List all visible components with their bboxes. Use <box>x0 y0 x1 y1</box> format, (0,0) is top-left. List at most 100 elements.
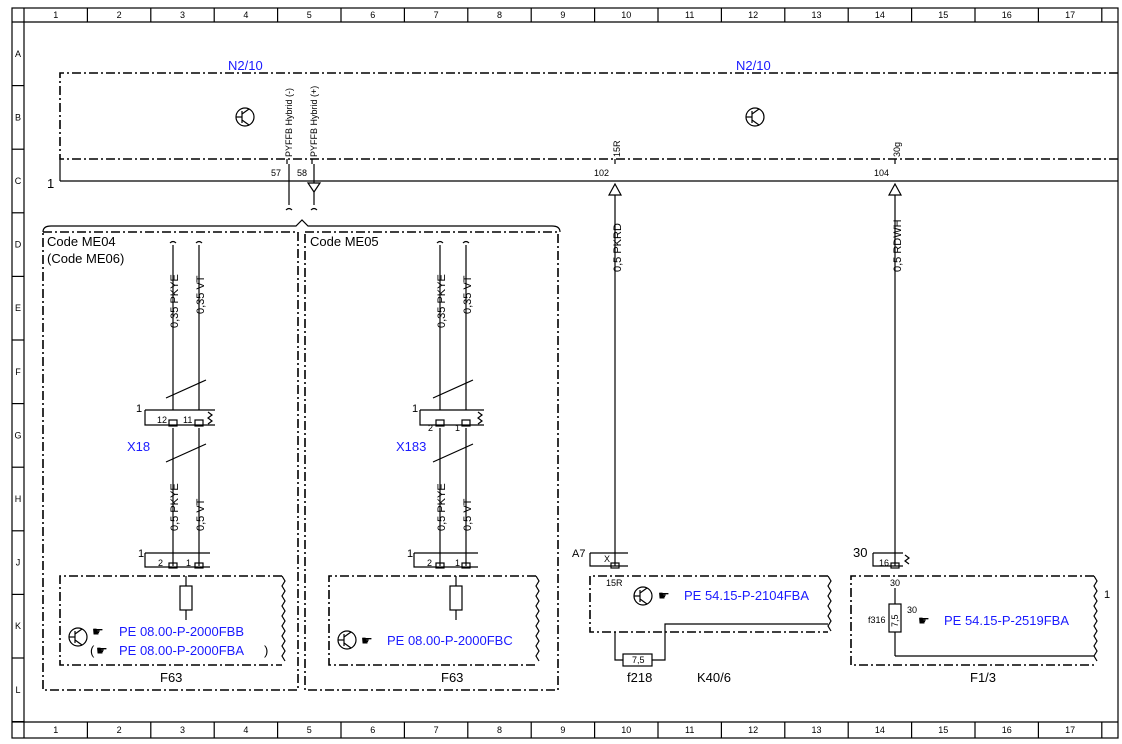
k40-branch: 0,5 PKRD A7 X 15R ☛ PE 54.15-P-2104FBA 7… <box>572 182 832 685</box>
n210-label-left[interactable]: N2/10 <box>228 58 263 73</box>
grid-column-label: 3 <box>180 725 185 735</box>
f13-branch: 0,5 RDWH 30 16 30 7,5 30 f316 ☛ PE 54.15… <box>850 182 1110 685</box>
f316-pin: 30 <box>907 605 917 615</box>
f63-left-paren-open: ( <box>90 643 95 658</box>
f63-left-ref-2[interactable]: PE 08.00-P-2000FBA <box>119 643 244 658</box>
transistor-icon <box>633 586 653 606</box>
f63-middle-ref[interactable]: PE 08.00-P-2000FBC <box>387 633 513 648</box>
f63-middle-bus: 1 <box>407 548 413 560</box>
f13-pin: 16 <box>879 558 889 568</box>
wire-pkrd-label: 0,5 PKRD <box>612 223 624 272</box>
grid-column-label: 17 <box>1065 725 1075 735</box>
grid-column-label: 15 <box>938 725 948 735</box>
x183-bus: 1 <box>412 403 418 415</box>
grid-column-label: 16 <box>1002 10 1012 20</box>
k40-label: K40/6 <box>697 670 731 685</box>
f63-middle-pin-b: 1 <box>455 558 460 568</box>
grid-column-label: 8 <box>497 725 502 735</box>
wire-label: 0,35 PKYE <box>169 274 181 328</box>
k40-pin: X <box>604 554 610 564</box>
f63-left-ref-1[interactable]: PE 08.00-P-2000FBB <box>119 624 244 639</box>
f63-middle-pin-a: 2 <box>427 558 432 568</box>
f13-label: F1/3 <box>970 670 996 685</box>
grid-column-label: 16 <box>1002 725 1012 735</box>
wire-rdwh-label: 0,5 RDWH <box>892 219 904 272</box>
grid-column-label: 10 <box>621 10 631 20</box>
hand-pointer-icon: ☛ <box>96 643 108 658</box>
middle-wiring: 1 2 1 X183 <box>396 240 484 566</box>
grid-column-label: 11 <box>685 725 694 735</box>
f316-value: 7,5 <box>890 614 900 627</box>
transistor-icon <box>68 627 88 647</box>
bus-label: 1 <box>47 176 54 191</box>
pin-102: 102 <box>594 168 609 178</box>
pin-102-signal: 15R <box>612 140 622 157</box>
drawing-frame <box>11 7 1119 739</box>
f13-ref[interactable]: PE 54.15-P-2519FBA <box>944 613 1069 628</box>
wire-label: 0,5 VT <box>195 498 207 531</box>
pin-104-signal: 30g <box>892 142 902 157</box>
wire-label: 0,5 VT <box>462 498 474 531</box>
f13-tag: 30 <box>853 545 867 560</box>
f218-value: 7,5 <box>632 655 645 665</box>
pin-104: 104 <box>874 168 889 178</box>
transistor-icon <box>235 107 255 127</box>
f13-pin-signal: 30 <box>890 578 900 588</box>
f63-left-label: F63 <box>160 670 182 685</box>
grid-column-label: 7 <box>434 10 439 20</box>
left-wiring: 1 12 11 X18 <box>127 240 215 566</box>
left-wire-labels: 0,35 PKYE 0,35 VT 0,5 PKYE 0,5 VT <box>169 274 207 531</box>
grid-column-label: 3 <box>180 10 185 20</box>
grid-row-label: C <box>15 176 22 186</box>
grid-column-label: 13 <box>811 725 821 735</box>
x18-bus: 1 <box>136 403 142 415</box>
grid-row-label: J <box>16 558 21 568</box>
grid-column-label: 14 <box>875 725 885 735</box>
grid-row-label: B <box>15 112 21 122</box>
k40-pin-signal: 15R <box>606 578 623 588</box>
n210-label-right[interactable]: N2/10 <box>736 58 771 73</box>
x183-label[interactable]: X183 <box>396 439 426 454</box>
hand-pointer-icon: ☛ <box>361 633 373 648</box>
x18-label[interactable]: X18 <box>127 439 150 454</box>
grid-column-label: 5 <box>307 10 312 20</box>
f63-left-bus: 1 <box>138 548 144 560</box>
grid-column-label: 2 <box>117 725 122 735</box>
grid-column-label: 9 <box>560 725 565 735</box>
grid-column-label: 9 <box>560 10 565 20</box>
grid-row-label: G <box>14 430 21 440</box>
x183-pin-b: 1 <box>455 423 460 433</box>
wire-label: 0,5 PKYE <box>436 483 448 531</box>
hand-pointer-icon: ☛ <box>658 588 670 603</box>
grid-column-label: 14 <box>875 10 885 20</box>
hand-pointer-icon: ☛ <box>92 624 104 639</box>
wire-label: 0,35 PKYE <box>436 274 448 328</box>
transistor-icon <box>745 107 765 127</box>
grid-row-label: K <box>15 621 21 631</box>
grid-column-label: 1 <box>53 10 58 20</box>
pin-57-signal: PYFFB Hybrid (-) <box>284 88 294 157</box>
grid-column-label: 11 <box>685 10 694 20</box>
grid-column-label: 6 <box>370 725 375 735</box>
f13-side: 1 <box>1104 589 1110 601</box>
grid-column-label: 12 <box>748 725 758 735</box>
grid-column-label: 15 <box>938 10 948 20</box>
grid-row-label: H <box>15 494 22 504</box>
k40-ref[interactable]: PE 54.15-P-2104FBA <box>684 588 809 603</box>
grid-column-label: 4 <box>243 725 248 735</box>
grid-column-label: 10 <box>621 725 631 735</box>
grid-row-label: L <box>15 685 20 695</box>
wire-label: 0,35 VT <box>462 275 474 314</box>
grid-column-label: 4 <box>243 10 248 20</box>
hand-pointer-icon: ☛ <box>918 613 930 628</box>
x18-pin-a: 12 <box>157 415 167 425</box>
connector-pins: 57 58 102 104 <box>42 159 896 233</box>
x18-pin-b: 11 <box>183 415 192 425</box>
f316-label: f316 <box>868 615 886 625</box>
wire-label: 0,35 VT <box>195 275 207 314</box>
grid-column-label: 8 <box>497 10 502 20</box>
f63-left-pin-b: 1 <box>186 558 191 568</box>
